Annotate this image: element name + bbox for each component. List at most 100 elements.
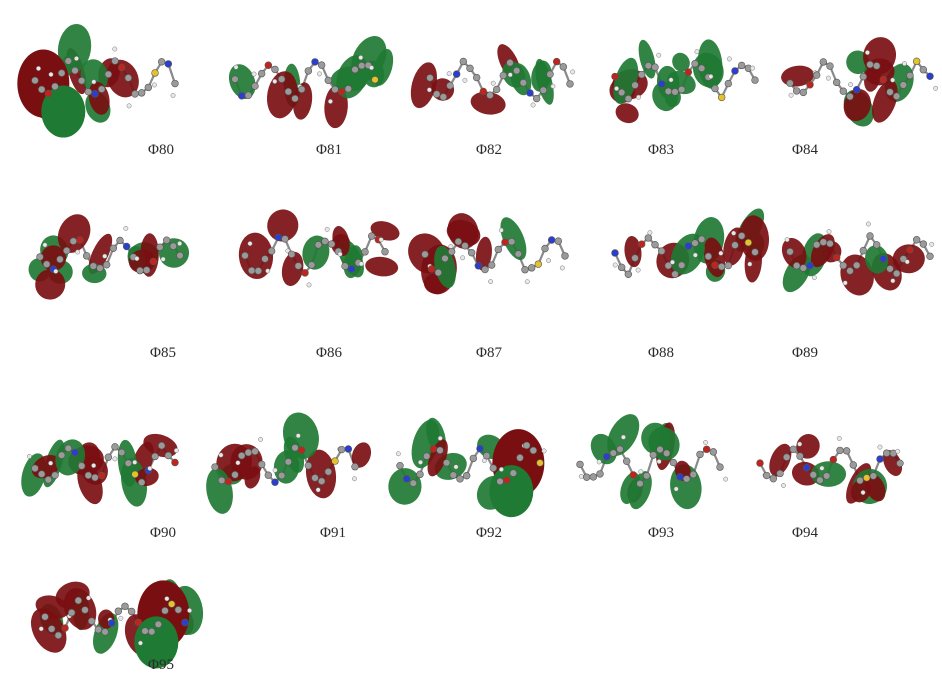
- carbon-atom: [840, 88, 847, 95]
- carbon-atom: [82, 607, 89, 614]
- carbon-atom: [555, 238, 562, 245]
- carbon-atom: [482, 266, 489, 273]
- carbon-atom: [58, 70, 65, 77]
- nitrogen-atom: [475, 262, 482, 269]
- hydrogen-atom: [636, 95, 640, 99]
- carbon-atom: [663, 450, 670, 457]
- carbon-atom: [847, 93, 854, 100]
- hydrogen-atom: [491, 81, 495, 85]
- oxygen-atom: [265, 62, 272, 69]
- carbon-atom: [597, 470, 604, 477]
- orbital-label: Φ82: [476, 142, 502, 159]
- nitrogen-atom: [477, 445, 484, 452]
- carbon-atom: [37, 254, 44, 261]
- carbon-atom: [528, 264, 535, 271]
- oxygen-atom: [338, 88, 345, 95]
- carbon-atom: [328, 241, 335, 248]
- carbon-atom: [515, 251, 522, 258]
- positive-lobe: [155, 235, 193, 272]
- carbon-atom: [710, 448, 717, 455]
- carbon-atom: [907, 72, 914, 79]
- carbon-atom: [423, 453, 430, 460]
- nitrogen-atom: [927, 73, 934, 80]
- carbon-atom: [562, 253, 569, 260]
- carbon-atom: [212, 464, 219, 471]
- carbon-atom: [847, 267, 854, 274]
- carbon-atom: [163, 237, 170, 244]
- carbon-atom: [105, 71, 112, 78]
- negative-lobe: [364, 255, 399, 278]
- hydrogen-atom: [719, 251, 723, 255]
- carbon-atom: [312, 474, 319, 481]
- carbon-atom: [752, 249, 759, 256]
- carbon-atom: [137, 267, 144, 274]
- hydrogen-atom: [113, 457, 117, 461]
- nitrogen-atom: [92, 90, 99, 97]
- orbital-isosurface-86: [220, 180, 410, 330]
- carbon-atom: [417, 471, 424, 478]
- carbon-atom: [132, 90, 139, 97]
- hydrogen-atom: [657, 53, 661, 57]
- orbital-isosurface-94: [735, 390, 925, 540]
- carbon-atom: [112, 58, 119, 65]
- carbon-atom: [460, 58, 467, 65]
- carbon-atom: [98, 86, 105, 93]
- oxygen-atom: [503, 477, 510, 484]
- orbital-isosurface-87: [400, 180, 590, 330]
- nitrogen-atom: [612, 250, 619, 257]
- hydrogen-atom: [542, 449, 546, 453]
- oxygen-atom: [150, 258, 157, 265]
- carbon-atom: [122, 603, 129, 610]
- carbon-atom: [697, 451, 704, 458]
- carbon-atom: [110, 245, 117, 252]
- orbital-isosurface-84: [765, 5, 942, 155]
- carbon-atom: [790, 446, 797, 453]
- carbon-atom: [427, 74, 434, 81]
- orbital-panel-81: [210, 5, 400, 155]
- carbon-atom: [813, 72, 820, 79]
- carbon-atom: [152, 453, 159, 460]
- hydrogen-atom: [731, 231, 735, 235]
- carbon-atom: [652, 241, 659, 248]
- hydrogen-atom: [307, 283, 311, 287]
- hydrogen-atom: [613, 263, 617, 267]
- orbital-isosurface-80: [10, 5, 200, 155]
- carbon-atom: [352, 66, 359, 73]
- hydrogen-atom: [499, 228, 503, 232]
- carbon-atom: [43, 261, 50, 268]
- oxygen-atom: [302, 269, 309, 276]
- hydrogen-atom: [369, 66, 373, 70]
- hydrogen-atom: [929, 242, 933, 246]
- orbital-panel-90: [10, 390, 200, 540]
- carbon-atom: [397, 462, 404, 469]
- carbon-atom: [495, 246, 502, 253]
- carbon-atom: [85, 88, 92, 95]
- carbon-atom: [268, 248, 275, 255]
- hydrogen-atom: [27, 454, 31, 458]
- hydrogen-atom: [113, 47, 117, 51]
- carbon-atom: [738, 62, 745, 69]
- hydrogen-atom: [248, 241, 252, 245]
- hydrogen-atom: [165, 597, 169, 601]
- carbon-atom: [658, 248, 665, 255]
- carbon-atom: [508, 238, 515, 245]
- carbon-atom: [172, 80, 179, 87]
- carbon-atom: [725, 80, 732, 87]
- hydrogen-atom: [119, 616, 123, 620]
- carbon-atom: [632, 82, 639, 89]
- hydrogen-atom: [454, 465, 458, 469]
- hydrogen-atom: [338, 252, 342, 256]
- nitrogen-atom: [312, 58, 319, 65]
- carbon-atom: [913, 236, 920, 243]
- carbon-atom: [165, 452, 172, 459]
- nitrogen-atom: [603, 453, 610, 460]
- carbon-atom: [497, 478, 504, 485]
- nitrogen-atom: [685, 243, 692, 250]
- carbon-atom: [678, 262, 685, 269]
- carbon-atom: [893, 93, 900, 100]
- carbon-atom: [75, 597, 82, 604]
- hydrogen-atom: [648, 230, 652, 234]
- carbon-atom: [252, 83, 259, 90]
- carbon-atom: [155, 621, 162, 628]
- orbital-isosurface-90: [10, 390, 200, 540]
